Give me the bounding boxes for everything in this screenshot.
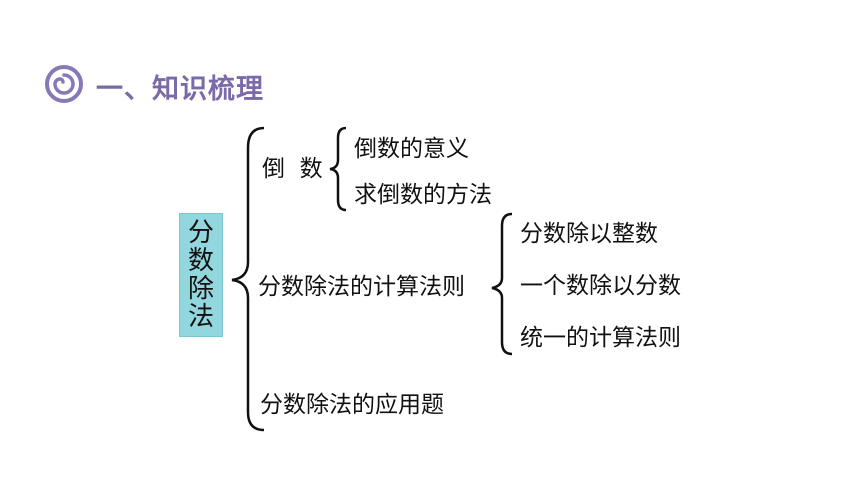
node-reciprocal: 倒 数	[262, 156, 323, 182]
node-application-problems: 分数除法的应用题	[260, 392, 444, 418]
main-brace	[231, 126, 265, 432]
node-reciprocal-meaning: 倒数的意义	[354, 136, 469, 162]
root-node-box: 分 数 除 法	[179, 213, 223, 337]
section-title: 一、知识梳理	[96, 73, 264, 105]
node-unified-rule: 统一的计算法则	[520, 325, 681, 351]
node-fraction-div-integer: 分数除以整数	[520, 221, 658, 247]
node-find-reciprocal: 求倒数的方法	[354, 182, 492, 208]
section-header: 一、知识梳理	[44, 64, 264, 108]
rule-brace	[491, 212, 513, 356]
root-char: 除	[187, 274, 214, 304]
reciprocal-brace	[329, 126, 347, 212]
root-char: 分	[187, 218, 214, 248]
node-number-div-fraction: 一个数除以分数	[520, 273, 681, 299]
root-char: 数	[187, 246, 214, 276]
node-calculation-rules: 分数除法的计算法则	[258, 274, 465, 300]
spiral-icon	[44, 64, 84, 108]
root-char: 法	[187, 302, 214, 332]
